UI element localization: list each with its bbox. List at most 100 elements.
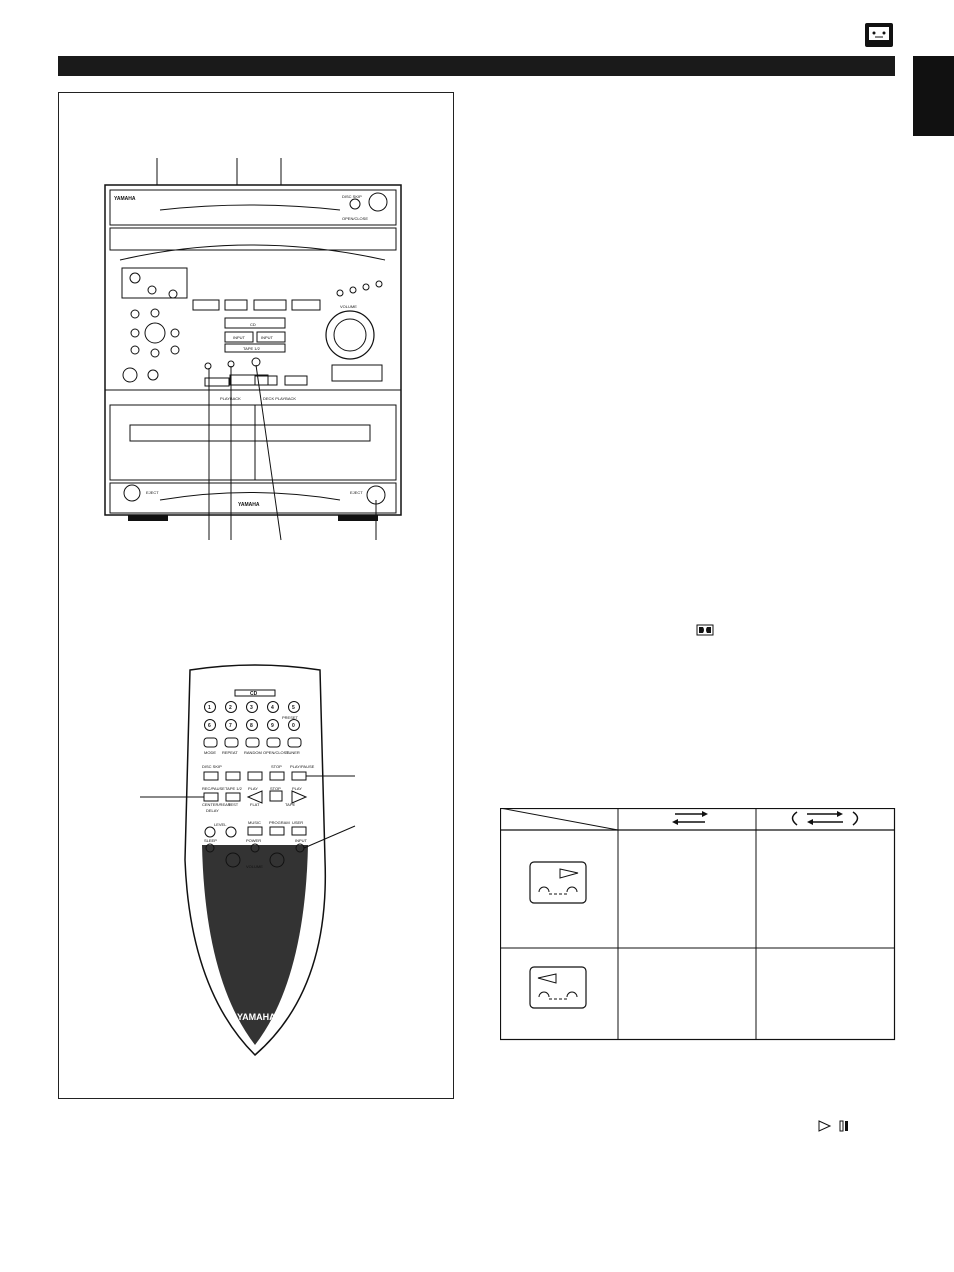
unit-body xyxy=(104,184,402,516)
dpad-down[interactable] xyxy=(150,348,160,358)
foot-right xyxy=(338,515,378,521)
panel-small-button[interactable] xyxy=(349,286,357,294)
freq-button[interactable] xyxy=(224,737,239,748)
input-right-label: INPUT xyxy=(261,335,274,340)
time-button[interactable] xyxy=(203,737,218,748)
num-button-9[interactable] xyxy=(267,719,279,731)
plus10-button[interactable] xyxy=(287,737,302,748)
skip-back-remote-button[interactable] xyxy=(225,771,241,781)
power-button[interactable] xyxy=(122,367,138,383)
stop-remote-label: STOP xyxy=(271,764,282,769)
tape-button[interactable] xyxy=(224,343,286,353)
reverse-play-button[interactable] xyxy=(246,790,263,804)
remote-grip xyxy=(202,845,308,1045)
edit-button[interactable] xyxy=(266,737,281,748)
center-rear-label: CENTER/REAR xyxy=(202,802,231,807)
play-fwd-label: PLAY xyxy=(292,786,302,791)
dpad-right[interactable] xyxy=(170,328,180,338)
play-pause-button[interactable] xyxy=(253,299,287,311)
forward-play-button[interactable] xyxy=(291,790,308,804)
skip-back-button[interactable] xyxy=(192,299,220,311)
skip-forward-button[interactable] xyxy=(291,299,321,311)
level-up-button[interactable] xyxy=(225,826,237,838)
rec-pause-button[interactable] xyxy=(204,362,212,370)
cd-button[interactable] xyxy=(224,317,286,329)
num-button-1[interactable] xyxy=(204,701,216,713)
volume-up-button[interactable] xyxy=(269,852,285,868)
volume-knob[interactable] xyxy=(325,310,375,360)
stop-remote-button[interactable] xyxy=(269,771,285,781)
input-left-button[interactable] xyxy=(224,331,254,343)
num-4: 4 xyxy=(271,705,274,711)
section-title-bar xyxy=(58,56,895,76)
volume-down-button[interactable] xyxy=(225,852,241,868)
num-6: 6 xyxy=(208,723,211,729)
tape-ff-button[interactable] xyxy=(284,375,308,386)
cassette-icon xyxy=(864,22,894,48)
num-button-2[interactable] xyxy=(225,701,237,713)
disc-2-button[interactable] xyxy=(147,285,157,295)
music-button[interactable] xyxy=(247,826,263,836)
disc-3-button[interactable] xyxy=(168,289,178,299)
disc-skip-remote-label: DISC SKIP xyxy=(202,764,222,769)
callout-line xyxy=(303,825,356,849)
eject-left-button[interactable] xyxy=(123,484,141,502)
remote-cd-button[interactable] xyxy=(234,689,276,697)
test-label: TEST xyxy=(228,802,239,807)
playback-b-label: DECK PLAYBACK xyxy=(263,396,296,401)
rec-pause-remote-label: REC/PAUSE xyxy=(202,786,225,791)
num-button-6[interactable] xyxy=(204,719,216,731)
panel-button[interactable] xyxy=(130,345,140,355)
stop-button[interactable] xyxy=(224,299,248,311)
tape-stop-button[interactable] xyxy=(229,374,269,386)
dpad-up[interactable] xyxy=(150,308,160,318)
panel-small-button[interactable] xyxy=(375,280,383,288)
program-button[interactable] xyxy=(269,826,285,836)
dpad-left[interactable] xyxy=(130,328,140,338)
dpad-center[interactable] xyxy=(144,322,166,344)
tape12-remote-button[interactable] xyxy=(225,792,241,802)
num-button-4[interactable] xyxy=(267,701,279,713)
num-button-5[interactable] xyxy=(288,701,300,713)
panel-small-button[interactable] xyxy=(362,283,370,291)
volume-knob-inner xyxy=(333,318,367,352)
user-button[interactable] xyxy=(291,826,307,836)
unit-brand-bottom: YAMAHA xyxy=(238,502,260,508)
reverse-play-icon xyxy=(529,966,587,1009)
level-down-button[interactable] xyxy=(204,826,216,838)
number-row-1: 1 2 3 4 5 xyxy=(204,701,300,713)
one-way-arrows-icon xyxy=(672,811,708,825)
tape-func-button[interactable] xyxy=(245,737,260,748)
num-button-0[interactable] xyxy=(288,719,300,731)
skip-forward-remote-button[interactable] xyxy=(247,771,263,781)
disc-select-box xyxy=(121,267,188,299)
num-9: 9 xyxy=(271,723,274,729)
disc-skip-remote-button[interactable] xyxy=(203,771,219,781)
open-close-button[interactable] xyxy=(368,192,388,212)
input-left-label: INPUT xyxy=(233,335,246,340)
standby-button[interactable] xyxy=(147,369,159,381)
disc-1-button[interactable] xyxy=(129,272,141,284)
tape-stop-remote-button[interactable] xyxy=(269,790,283,802)
num-7: 7 xyxy=(229,723,232,729)
sleep-button[interactable] xyxy=(205,843,215,853)
input-right-button[interactable] xyxy=(256,331,286,343)
tape-rew-button[interactable] xyxy=(204,377,230,387)
panel-button[interactable] xyxy=(130,309,140,319)
forward-play-icon xyxy=(529,861,587,904)
tape-label: TAPE 1/2 xyxy=(243,346,261,351)
tape-play-button[interactable] xyxy=(254,375,278,386)
disc-skip-button[interactable] xyxy=(349,198,361,210)
panel-button[interactable] xyxy=(170,345,180,355)
number-row-2: 6 7 8 9 0 PRESET xyxy=(204,715,300,731)
num-button-8[interactable] xyxy=(246,719,258,731)
power-remote-button[interactable] xyxy=(250,843,260,853)
play-pause-remote-label: PLAY/PAUSE xyxy=(290,764,315,769)
input-remote-label: INPUT xyxy=(295,838,308,843)
num-button-7[interactable] xyxy=(225,719,237,731)
num-button-3[interactable] xyxy=(246,701,258,713)
header-diagonal xyxy=(500,808,619,831)
direction-table xyxy=(500,808,896,1041)
panel-small-button[interactable] xyxy=(336,289,344,297)
play-pause-icon xyxy=(818,1120,848,1132)
